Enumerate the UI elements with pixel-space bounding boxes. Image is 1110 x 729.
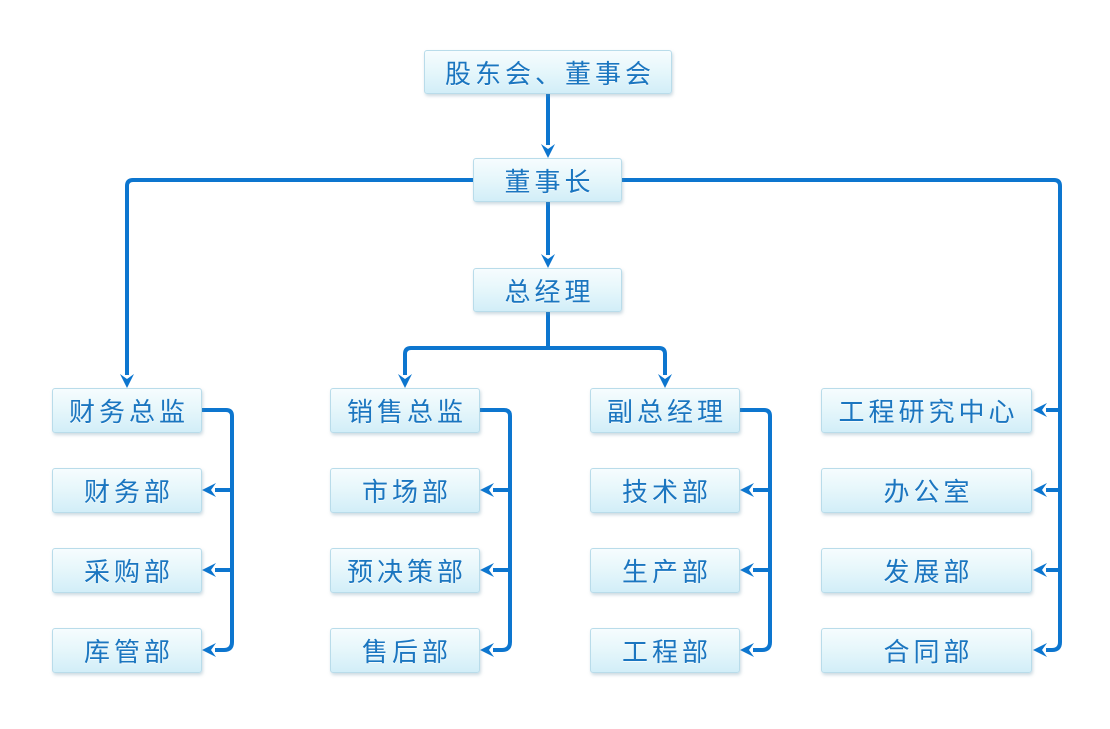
node-chairman: 董事长 bbox=[473, 158, 622, 202]
edge-gm-sales-director bbox=[398, 346, 548, 388]
edge-gm-deputy-gm bbox=[548, 346, 672, 388]
node-engineering-dept: 工程部 bbox=[590, 628, 740, 673]
edge-rail-col4 bbox=[622, 178, 1062, 657]
node-marketing-dept: 市场部 bbox=[330, 468, 480, 513]
node-warehouse-dept: 库管部 bbox=[52, 628, 202, 673]
node-pre-decision-dept: 预决策部 bbox=[330, 548, 480, 593]
edge-rail-col2 bbox=[480, 408, 512, 657]
node-technology-dept: 技术部 bbox=[590, 468, 740, 513]
node-general-manager: 总经理 bbox=[473, 268, 622, 312]
node-production-dept: 生产部 bbox=[590, 548, 740, 593]
node-purchasing-dept: 采购部 bbox=[52, 548, 202, 593]
node-office: 办公室 bbox=[821, 468, 1032, 513]
node-deputy-general-manager: 副总经理 bbox=[590, 388, 740, 433]
node-after-sales-dept: 售后部 bbox=[330, 628, 480, 673]
node-sales-director: 销售总监 bbox=[330, 388, 480, 433]
node-contract-dept: 合同部 bbox=[821, 628, 1032, 673]
edge-rail-col1 bbox=[202, 408, 234, 657]
node-finance-dept: 财务部 bbox=[52, 468, 202, 513]
node-engineering-research-center: 工程研究中心 bbox=[821, 388, 1032, 433]
edge-rail-col3 bbox=[740, 408, 772, 657]
node-finance-director: 财务总监 bbox=[52, 388, 202, 433]
node-shareholders-board: 股东会、董事会 bbox=[424, 50, 672, 94]
edge-chairman-finance-director bbox=[120, 178, 473, 388]
node-development-dept: 发展部 bbox=[821, 548, 1032, 593]
